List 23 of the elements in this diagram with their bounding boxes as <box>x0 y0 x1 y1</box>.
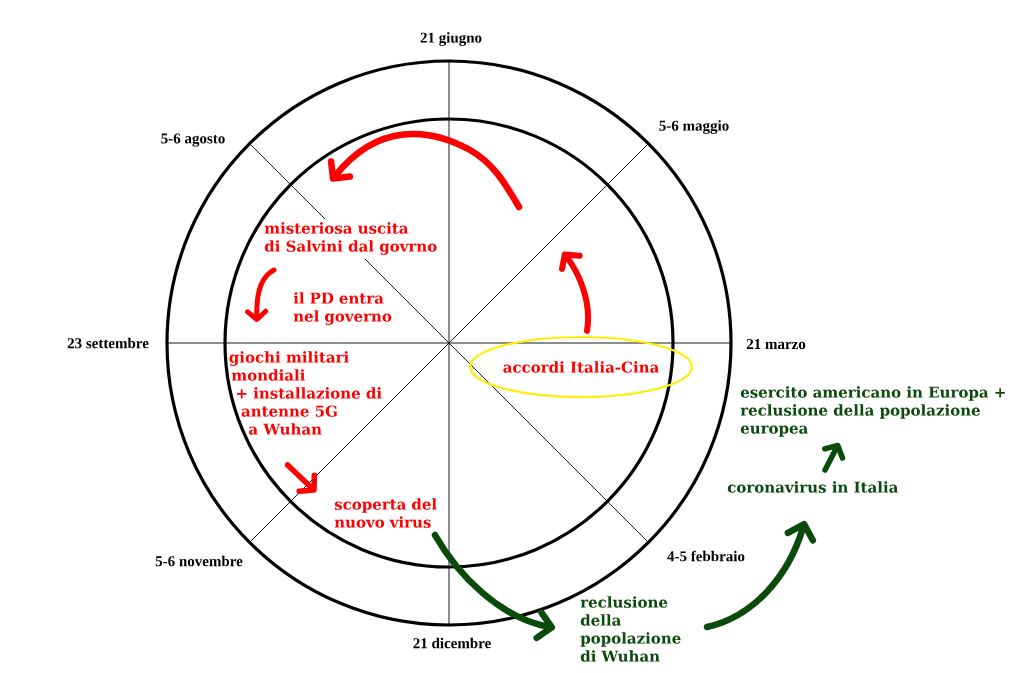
date-label: 4-5 febbraio <box>667 550 745 562</box>
date-label: 21 marzo <box>746 338 806 350</box>
event-label: coronavirus in Italia <box>727 481 899 493</box>
arrow <box>284 462 318 494</box>
curved-arrow <box>245 267 277 322</box>
event-label: giochi militari mondiali + installazione di antenne 5G a Wuhan <box>229 351 382 435</box>
curved-arrow <box>559 251 592 334</box>
event-label: esercito americano in Europa + reclusione della popolazione europea <box>740 386 1005 437</box>
date-label: 21 giugno <box>420 32 482 46</box>
arrow <box>822 442 846 473</box>
curved-arrow <box>703 520 817 631</box>
event-label: scoperta del nuovo virus <box>334 498 437 528</box>
date-label: 5-6 agosto <box>161 133 225 147</box>
event-label: il PD entra nel governo <box>293 292 392 325</box>
date-label: 5-6 novembre <box>155 555 243 567</box>
curved-arrow <box>327 130 523 211</box>
date-label: 5-6 maggio <box>659 120 729 134</box>
date-label: 21 dicembre <box>413 637 491 649</box>
circled-label: accordi Italia-Cina <box>469 335 693 399</box>
event-label: misteriosa uscita di Salvini dal govrno <box>264 222 437 255</box>
date-label: 23 settembre <box>67 337 149 349</box>
curved-arrow <box>431 531 556 642</box>
event-label: reclusione della popolazione di Wuhan <box>580 596 681 662</box>
